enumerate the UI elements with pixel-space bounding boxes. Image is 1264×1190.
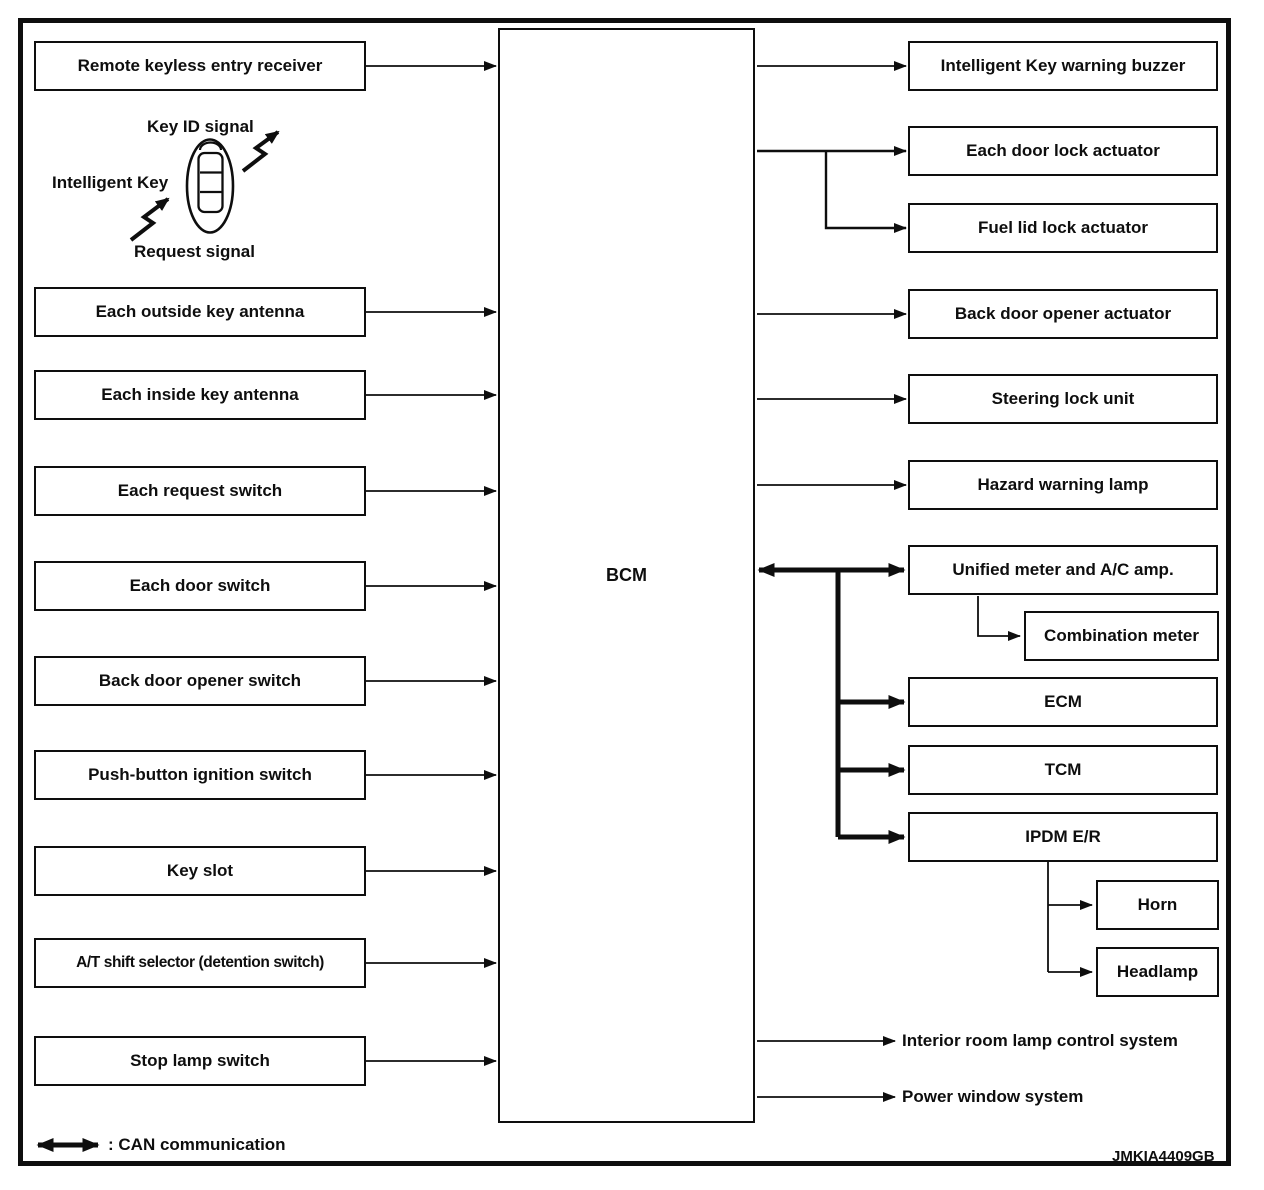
legend-can-label: : CAN communication (108, 1135, 286, 1154)
output-connectors (757, 61, 1093, 1102)
node-tcm: TCM (908, 745, 1218, 795)
request-signal-arrow-icon (129, 197, 170, 242)
node-headlamp: Headlamp (1096, 947, 1219, 997)
node-ipdm-er: IPDM E/R (908, 812, 1218, 862)
door-lock-connectors (757, 146, 907, 233)
node-stop-lamp-switch: Stop lamp switch (34, 1036, 366, 1086)
node-horn: Horn (1096, 880, 1219, 930)
label-intelligent-key: Intelligent Key (52, 173, 169, 192)
node-bcm: BCM (498, 28, 755, 1123)
node-back-door-opener-actuator: Back door opener actuator (908, 289, 1218, 339)
node-each-outside-key-antenna: Each outside key antenna (34, 287, 366, 337)
label-key-id-signal: Key ID signal (147, 117, 254, 136)
node-each-request-switch: Each request switch (34, 466, 366, 516)
node-remote-keyless-entry-receiver: Remote keyless entry receiver (34, 41, 366, 91)
node-fuel-lid-lock-actuator: Fuel lid lock actuator (908, 203, 1218, 253)
node-steering-lock-unit: Steering lock unit (908, 374, 1218, 424)
diagram-border (18, 18, 1231, 1166)
node-push-button-ignition-switch: Push-button ignition switch (34, 750, 366, 800)
key-fob-icon (185, 138, 235, 234)
node-ecm: ECM (908, 677, 1218, 727)
node-intelligent-key-warning-buzzer: Intelligent Key warning buzzer (908, 41, 1218, 91)
node-combination-meter: Combination meter (1024, 611, 1219, 661)
label-power-window-system: Power window system (902, 1087, 1084, 1106)
label-request-signal: Request signal (134, 242, 255, 261)
node-hazard-warning-lamp: Hazard warning lamp (908, 460, 1218, 510)
node-each-door-switch: Each door switch (34, 561, 366, 611)
label-interior-room-lamp-system: Interior room lamp control system (902, 1031, 1178, 1050)
input-connectors (365, 61, 497, 1066)
node-each-inside-key-antenna: Each inside key antenna (34, 370, 366, 420)
key-id-signal-arrow-icon (241, 130, 280, 173)
node-key-slot: Key slot (34, 846, 366, 896)
can-bus-connectors (757, 563, 906, 844)
figure-code: JMKIA4409GB (1112, 1148, 1215, 1165)
node-each-door-lock-actuator: Each door lock actuator (908, 126, 1218, 176)
node-unified-meter-ac-amp: Unified meter and A/C amp. (908, 545, 1218, 595)
node-at-shift-selector: A/T shift selector (detention switch) (34, 938, 366, 988)
node-back-door-opener-switch: Back door opener switch (34, 656, 366, 706)
